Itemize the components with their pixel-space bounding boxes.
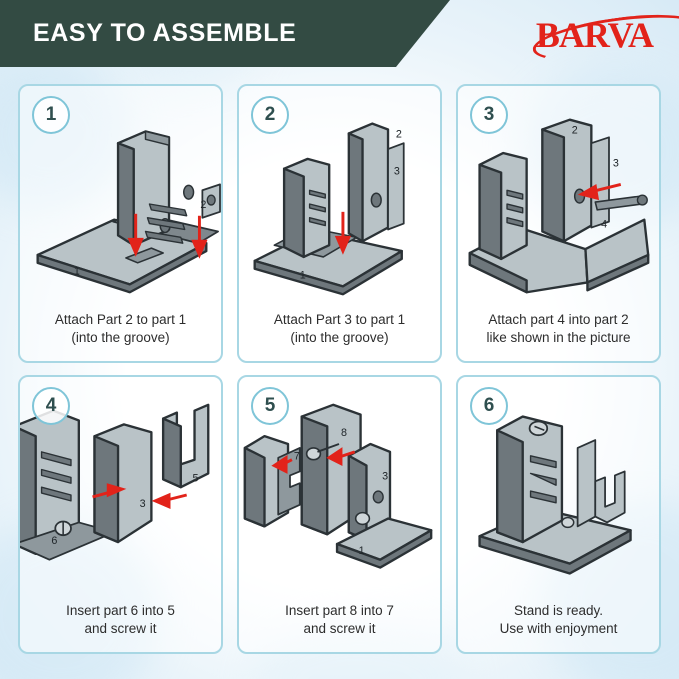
steps-grid: 1 (18, 84, 661, 654)
caption-line-2: Use with enjoyment (499, 620, 618, 636)
part-label: 2 (396, 128, 402, 140)
part-label: 1 (74, 266, 80, 278)
step-caption-3: Attach part 4 into part 2 like shown in … (458, 311, 659, 347)
step-badge-5: 5 (251, 387, 289, 425)
caption-line-1: Insert part 8 into 7 (285, 602, 394, 618)
step-card-6: 6 (456, 375, 661, 654)
part-label: 3 (394, 166, 400, 178)
step-badge-4: 4 (32, 387, 70, 425)
step-card-1: 1 (18, 84, 223, 363)
caption-line-1: Attach Part 3 to part 1 (273, 311, 406, 327)
part-label: 7 (294, 451, 300, 463)
step-card-3: 3 (456, 84, 661, 363)
step-illustration-2: 1 2 3 (239, 104, 440, 304)
part-label: 5 (193, 472, 199, 484)
step-badge-2: 2 (251, 96, 289, 134)
brand-name: BARVA (535, 15, 654, 55)
step-caption-5: Insert part 8 into 7 and screw it (239, 602, 440, 638)
part-label: 4 (601, 219, 607, 231)
caption-line-1: Attach Part 2 to part 1 (54, 311, 187, 327)
part-label: 3 (140, 498, 146, 510)
step-card-5: 5 (237, 375, 442, 654)
assembly-arrow (334, 211, 352, 255)
step-card-4: 4 (18, 375, 223, 654)
part-label: 1 (300, 270, 306, 282)
step-caption-6: Stand is ready. Use with enjoyment (458, 602, 659, 638)
assembly-arrow (127, 213, 208, 259)
caption-line-1: Attach part 4 into part 2 (488, 311, 629, 327)
part-label: 3 (613, 158, 619, 170)
caption-line-2: and screw it (303, 620, 376, 636)
step-badge-1: 1 (32, 96, 70, 134)
page-title: EASY TO ASSEMBLE (33, 19, 297, 47)
step-badge-6: 6 (470, 387, 508, 425)
assembly-arrow (271, 447, 356, 474)
assembly-arrow (577, 182, 622, 201)
step-illustration-4: 3 5 6 (20, 395, 221, 595)
caption-line-1: Stand is ready. (513, 602, 604, 618)
caption-line-1: Insert part 6 into 5 (66, 602, 175, 618)
part-label: 1 (359, 545, 365, 557)
step-card-2: 2 (237, 84, 442, 363)
step-caption-4: Insert part 6 into 5 and screw it (20, 602, 221, 638)
header-banner: EASY TO ASSEMBLE (0, 0, 450, 67)
part-label: 2 (200, 199, 206, 211)
caption-line-2: (into the groove) (290, 329, 389, 345)
caption-line-2: like shown in the picture (486, 329, 631, 345)
part-label: 6 (51, 535, 57, 547)
part-label: 8 (341, 427, 347, 439)
step-caption-2: Attach Part 3 to part 1 (into the groove… (239, 311, 440, 347)
caption-line-2: and screw it (84, 620, 157, 636)
caption-line-2: (into the groove) (71, 329, 170, 345)
brand-logo: BARVA (529, 6, 679, 70)
part-label: 3 (382, 470, 388, 482)
step-illustration-6 (458, 395, 659, 595)
assembly-arrow (92, 483, 188, 509)
step-caption-1: Attach Part 2 to part 1 (into the groove… (20, 311, 221, 347)
step-illustration-1: 1 2 (20, 104, 221, 304)
part-label: 2 (572, 124, 578, 136)
step-illustration-5: 7 8 3 1 (239, 395, 440, 595)
step-illustration-3: 2 3 4 (458, 104, 659, 304)
step-badge-3: 3 (470, 96, 508, 134)
